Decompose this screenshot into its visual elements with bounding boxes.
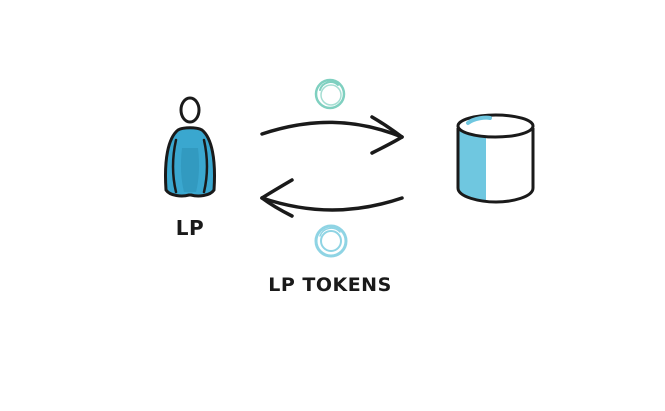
lp-token-coin-icon [314, 224, 348, 258]
liquidity-pool-cylinder-icon [456, 113, 535, 204]
deposit-arrow [260, 115, 404, 155]
lp-tokens-label: LP TOKENS [268, 274, 392, 296]
person-icon [164, 96, 216, 198]
provider-label: LP [175, 216, 205, 240]
coin-icon [314, 78, 346, 110]
return-arrow [260, 178, 404, 218]
